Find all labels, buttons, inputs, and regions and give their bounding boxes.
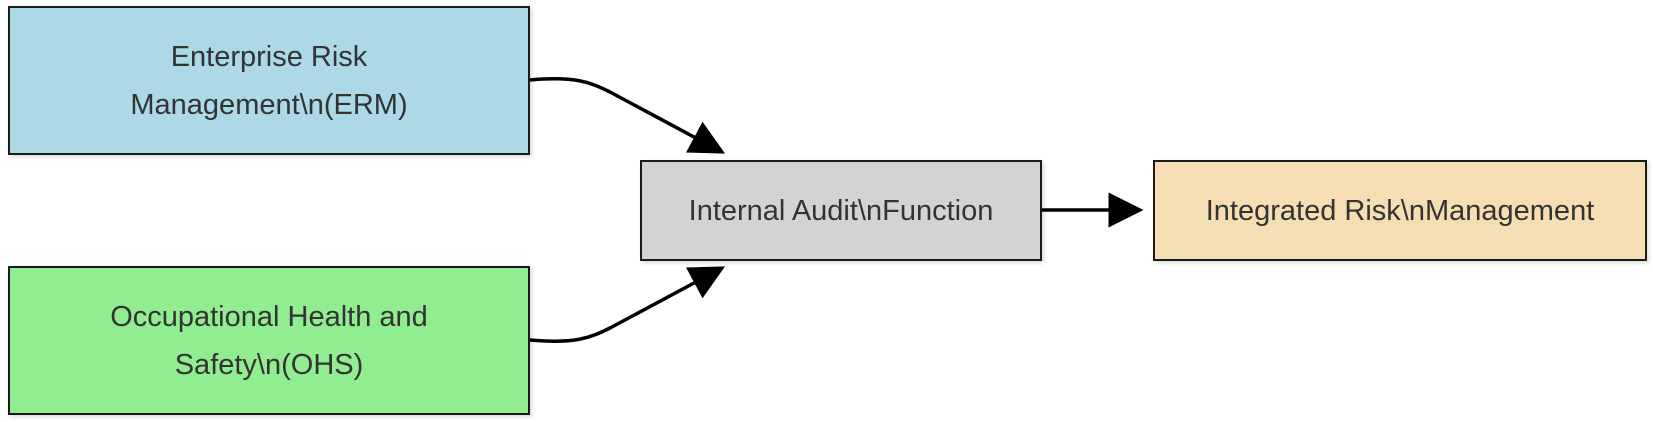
node-enterprise-risk-management: Enterprise Risk Management\n(ERM) bbox=[8, 6, 530, 155]
edge-ohs-to-internal-audit bbox=[529, 266, 726, 343]
node-label: Internal Audit\nFunction bbox=[688, 194, 994, 227]
node-label: Enterprise Risk Management\n(ERM) bbox=[130, 40, 408, 121]
node-label: Occupational Health and Safety\n(OHS) bbox=[110, 300, 428, 381]
node-internal-audit-function: Internal Audit\nFunction bbox=[640, 160, 1042, 261]
node-label: Integrated Risk\nManagement bbox=[1205, 194, 1595, 227]
node-integrated-risk-management: Integrated Risk\nManagement bbox=[1153, 160, 1647, 261]
node-occupational-health-and-safety: Occupational Health and Safety\n(OHS) bbox=[8, 266, 530, 415]
edge-erm-to-internal-audit bbox=[529, 77, 726, 154]
